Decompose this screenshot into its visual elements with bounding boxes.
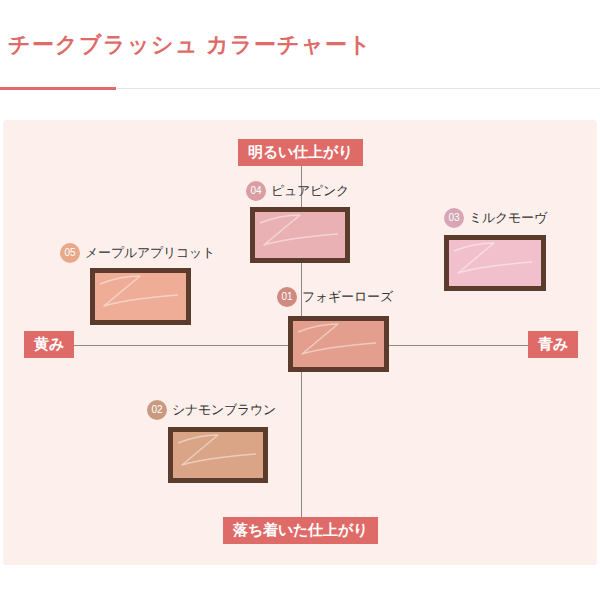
- product-label: 05 メープルアプリコット: [60, 243, 215, 263]
- product-name: フォギーローズ: [302, 288, 393, 306]
- swatch-cinnamon-brown: [168, 427, 268, 483]
- axis-label: 青み: [538, 335, 568, 352]
- product-name: シナモンブラウン: [172, 401, 276, 419]
- swatch-milk-mauve: [444, 235, 546, 291]
- axis-label-box: 黄み: [24, 331, 74, 358]
- title-rule: [0, 88, 600, 89]
- axis-label: 明るい仕上がり: [248, 143, 353, 160]
- chart-panel: [3, 120, 597, 565]
- callout-number: 03: [444, 208, 464, 228]
- swatch-foggy-rose: [288, 316, 389, 372]
- callout-number: 01: [277, 287, 297, 307]
- product-label: 01 フォギーローズ: [277, 287, 393, 307]
- axis-label-box: 明るい仕上がり: [238, 139, 363, 166]
- product-name: メープルアプリコット: [85, 244, 215, 262]
- axis-label-box: 落ち着いた仕上がり: [223, 517, 378, 544]
- callout-number: 05: [60, 243, 80, 263]
- product-name: ピュアピンク: [271, 182, 349, 200]
- product-label: 02 シナモンブラウン: [147, 400, 276, 420]
- swatch-pure-pink: [250, 207, 350, 263]
- axis-label-box: 青み: [528, 331, 578, 358]
- product-label: 03 ミルクモーヴ: [444, 208, 547, 228]
- product-label: 04 ピュアピンク: [246, 181, 349, 201]
- axis-label: 黄み: [34, 335, 64, 352]
- axis-label: 落ち着いた仕上がり: [233, 521, 368, 538]
- callout-number: 02: [147, 400, 167, 420]
- swatch-maple-apricot: [90, 268, 191, 325]
- chart-title: チークブラッシュ カラーチャート: [8, 30, 372, 60]
- title-underline: [0, 87, 116, 90]
- callout-number: 04: [246, 181, 266, 201]
- product-name: ミルクモーヴ: [469, 209, 547, 227]
